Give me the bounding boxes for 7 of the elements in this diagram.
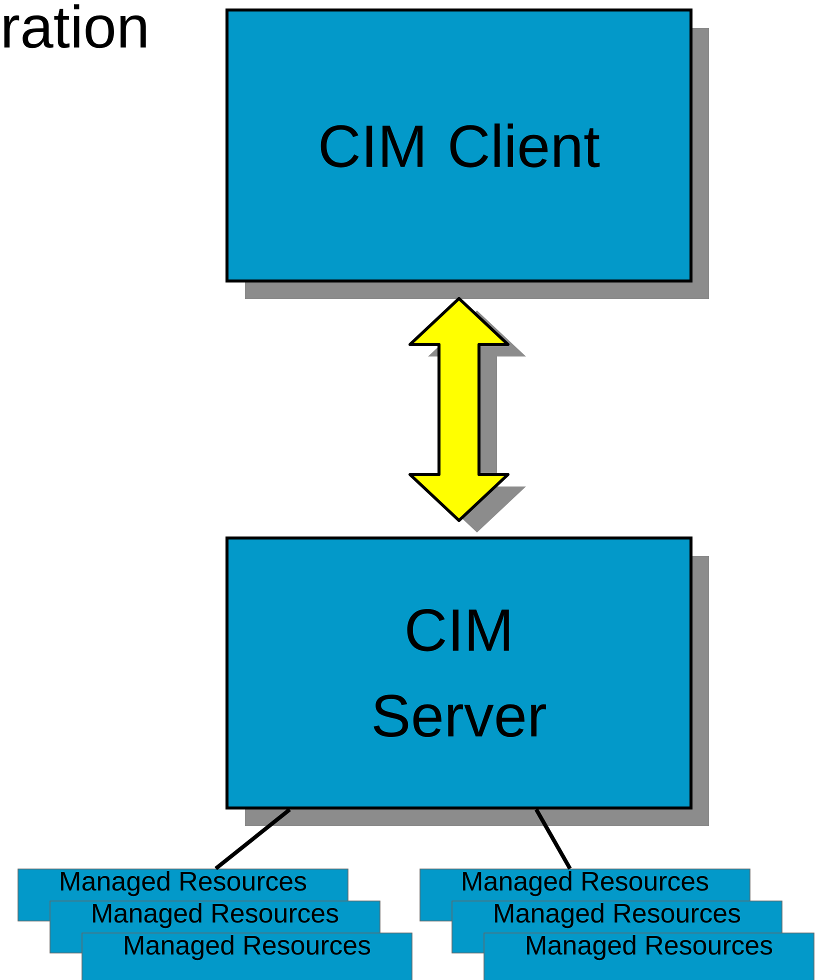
process-box: CIM Server — [226, 536, 709, 826]
connector-line — [214, 808, 291, 870]
heading-fragment: ration — [4, 4, 146, 48]
resource-box: Managed Resources — [484, 932, 814, 980]
double-arrow — [408, 297, 526, 532]
resource-box: Managed Resources — [82, 932, 412, 980]
process-box: CIM Client — [226, 8, 709, 299]
